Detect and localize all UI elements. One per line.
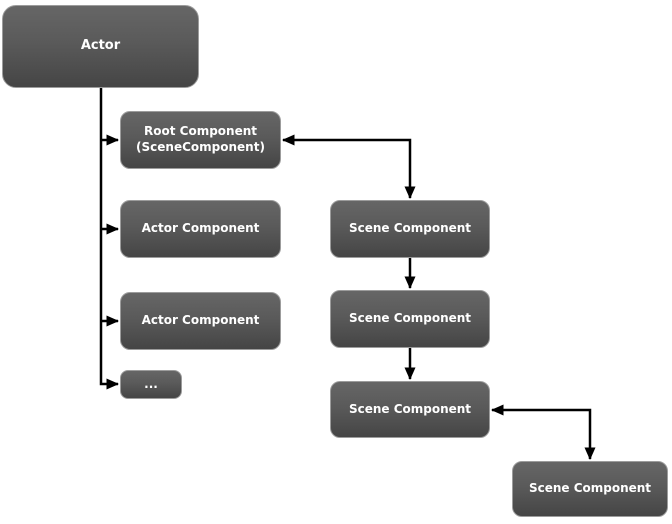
node-more-components: ...	[120, 370, 182, 399]
root-to-scene-component-1-connector	[281, 134, 416, 200]
node-scene-component-2: Scene Component	[330, 290, 490, 348]
node-root-component: Root Component (SceneComponent)	[120, 111, 281, 169]
node-actor: Actor	[2, 5, 199, 88]
node-actor-component-2: Actor Component	[120, 292, 281, 350]
node-label: Actor	[80, 38, 121, 54]
node-label: Scene Component	[528, 481, 652, 496]
node-label: ...	[144, 376, 158, 391]
node-actor-component-1: Actor Component	[120, 200, 281, 258]
node-label: Actor Component	[141, 313, 260, 328]
node-label: Actor Component	[141, 221, 260, 236]
node-label: Scene Component	[348, 221, 472, 236]
node-scene-component-3: Scene Component	[330, 381, 490, 438]
scene-3-to-scene-4-connector	[490, 404, 596, 461]
node-scene-component-4: Scene Component	[512, 461, 668, 517]
node-label: Scene Component	[348, 401, 472, 416]
node-scene-component-1: Scene Component	[330, 200, 490, 258]
node-label: Scene Component	[348, 311, 472, 326]
node-label: Root Component (SceneComponent)	[136, 124, 265, 154]
actor-trunk-to-more-connector	[99, 88, 120, 390]
